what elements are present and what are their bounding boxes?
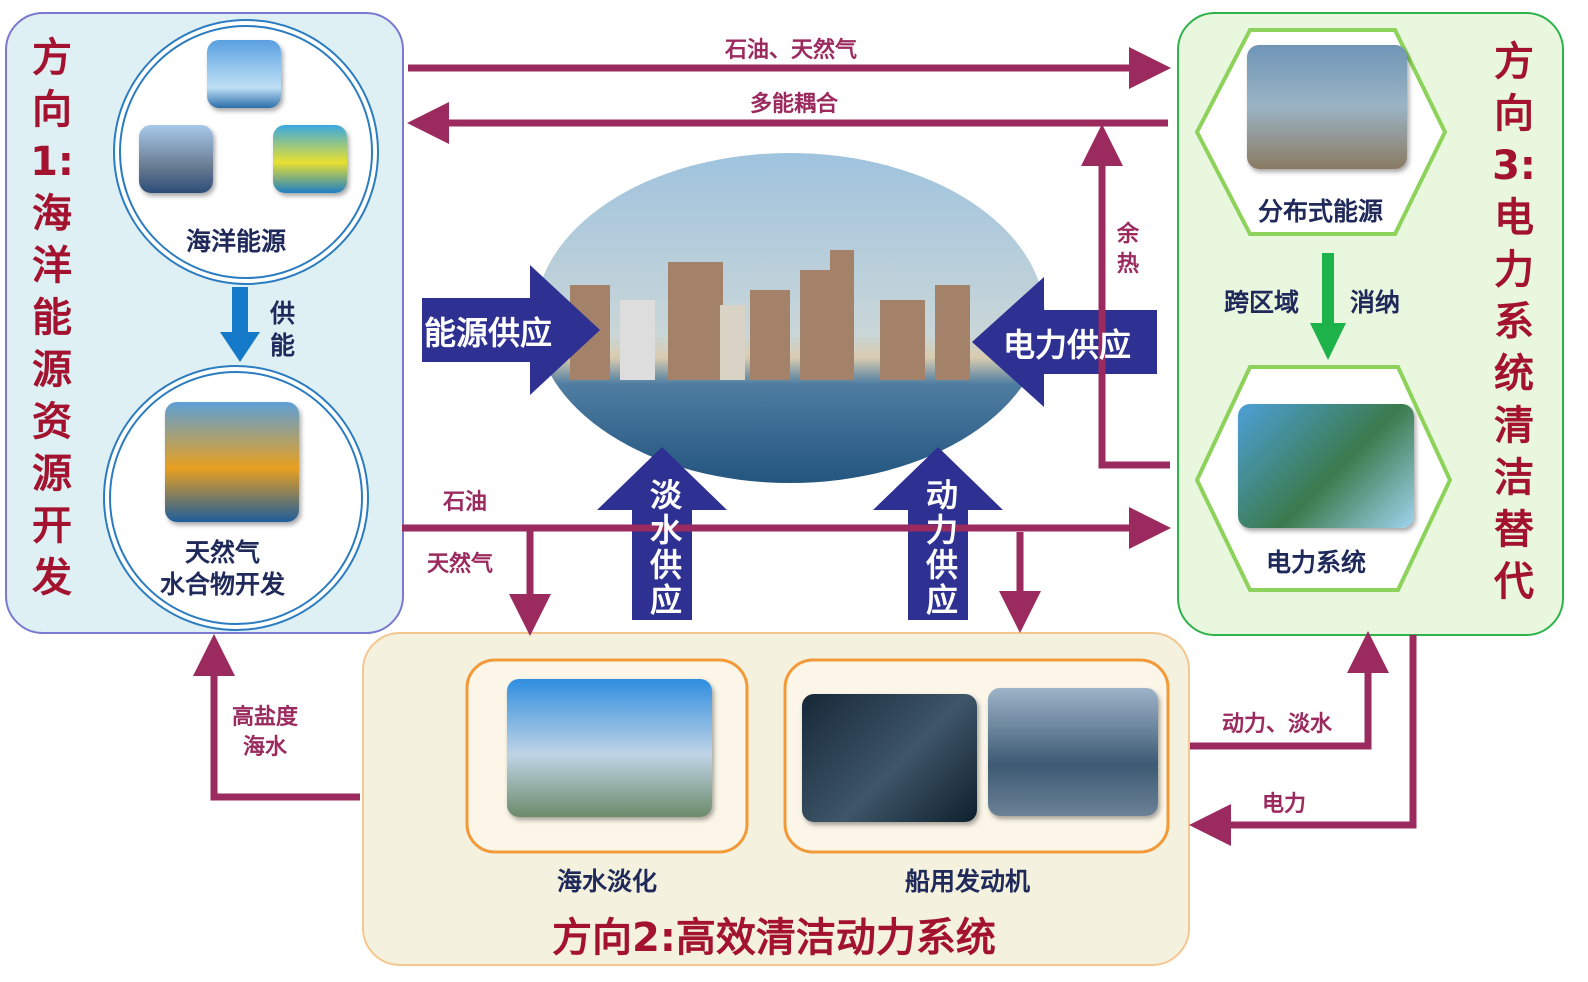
power-system-label: 电力系统	[1266, 548, 1367, 577]
ocean-energy-label: 海洋能源	[186, 227, 287, 256]
desalination-label: 海水淡化	[557, 867, 658, 896]
hydrate-label: 天然气 水合物开发	[160, 538, 286, 599]
distributed-energy-label: 分布式能源	[1258, 197, 1384, 226]
warship-image	[802, 694, 977, 822]
wind-turbine-image	[207, 40, 281, 108]
cross-region-label: 跨区域	[1224, 288, 1300, 317]
direction2-title: 方向2:高效清洁动力系统	[552, 915, 996, 961]
direction3-title: 方向3:电力系统清洁替代	[1492, 39, 1536, 605]
multi-energy-flow-label: 多能耦合	[750, 92, 839, 117]
desalination-plant-image	[507, 679, 712, 817]
power-water-flow-label: 动力、淡水	[1222, 712, 1333, 737]
power-plant-image	[139, 125, 213, 193]
consume-label: 消纳	[1350, 288, 1401, 317]
marine-engine-label: 船用发动机	[905, 867, 1031, 896]
drilling-platform-image	[165, 402, 299, 522]
high-salinity-label: 高盐度 海水	[232, 705, 299, 760]
freshwater-supply-label: 淡水供应	[649, 476, 682, 619]
direction1-title: 方向1:海洋能源资源开发	[30, 35, 74, 601]
gas-flow-label: 天然气	[427, 552, 494, 577]
wave-energy-image	[273, 125, 347, 193]
supply-energy-label: 供能	[270, 299, 296, 360]
hydro-power-image	[1238, 404, 1414, 528]
marine-engine-image	[988, 688, 1158, 816]
electricity-flow-label: 电力	[1262, 792, 1307, 817]
distributed-energy-image	[1247, 45, 1407, 169]
oil-flow-label: 石油	[443, 490, 488, 515]
energy-supply-label: 能源供应	[424, 314, 553, 352]
power-drive-supply-label: 动力供应	[925, 476, 958, 619]
waste-heat-label: 余热	[1117, 222, 1140, 277]
oil-gas-flow-label: 石油、天然气	[725, 38, 858, 63]
power-supply-label: 电力供应	[1003, 326, 1132, 364]
